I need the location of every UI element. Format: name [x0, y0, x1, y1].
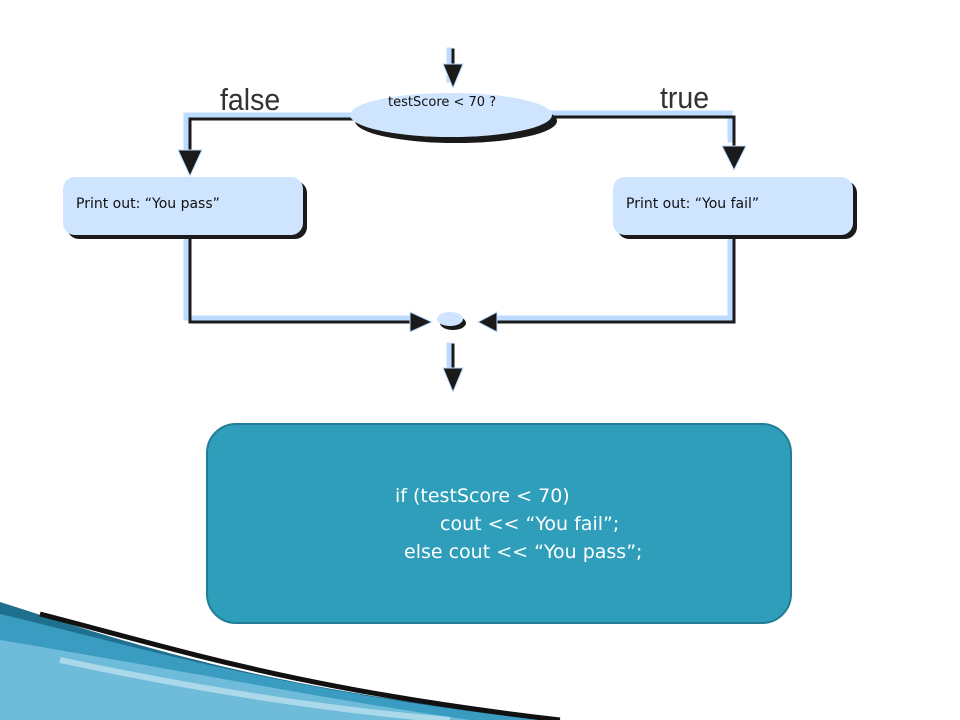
arrowhead-false [177, 149, 203, 178]
process-box-fail [613, 177, 857, 239]
left-merge-arrow [188, 238, 412, 324]
arrowhead-exit [442, 367, 464, 394]
code-snippet-box: if (testScore < 70) cout << “You fail”; … [206, 423, 792, 624]
decision-node [350, 93, 557, 143]
decorative-swoosh [0, 602, 561, 720]
true-label: true [660, 80, 710, 115]
false-branch-arrow [188, 117, 355, 162]
merge-node [437, 312, 466, 330]
code-line-else: else cout << “You pass”; [404, 541, 643, 563]
arrowhead-entry [442, 63, 464, 90]
decision-condition-text: testScore < 70 ? [388, 95, 497, 110]
arrowhead-true [721, 145, 747, 172]
fail-box-text: Print out: “You fail” [626, 196, 760, 212]
right-merge-arrow [493, 238, 736, 324]
false-label: false [220, 82, 281, 117]
connectors [177, 47, 747, 394]
pass-box-text: Print out: “You pass” [76, 196, 220, 212]
code-line-cout-fail: cout << “You fail”; [440, 513, 620, 535]
arrowhead-left-merge [409, 311, 434, 333]
code-line-if: if (testScore < 70) [395, 485, 570, 507]
true-branch-arrow [551, 115, 736, 152]
arrowhead-right-merge [476, 311, 498, 333]
process-box-pass [63, 177, 307, 239]
